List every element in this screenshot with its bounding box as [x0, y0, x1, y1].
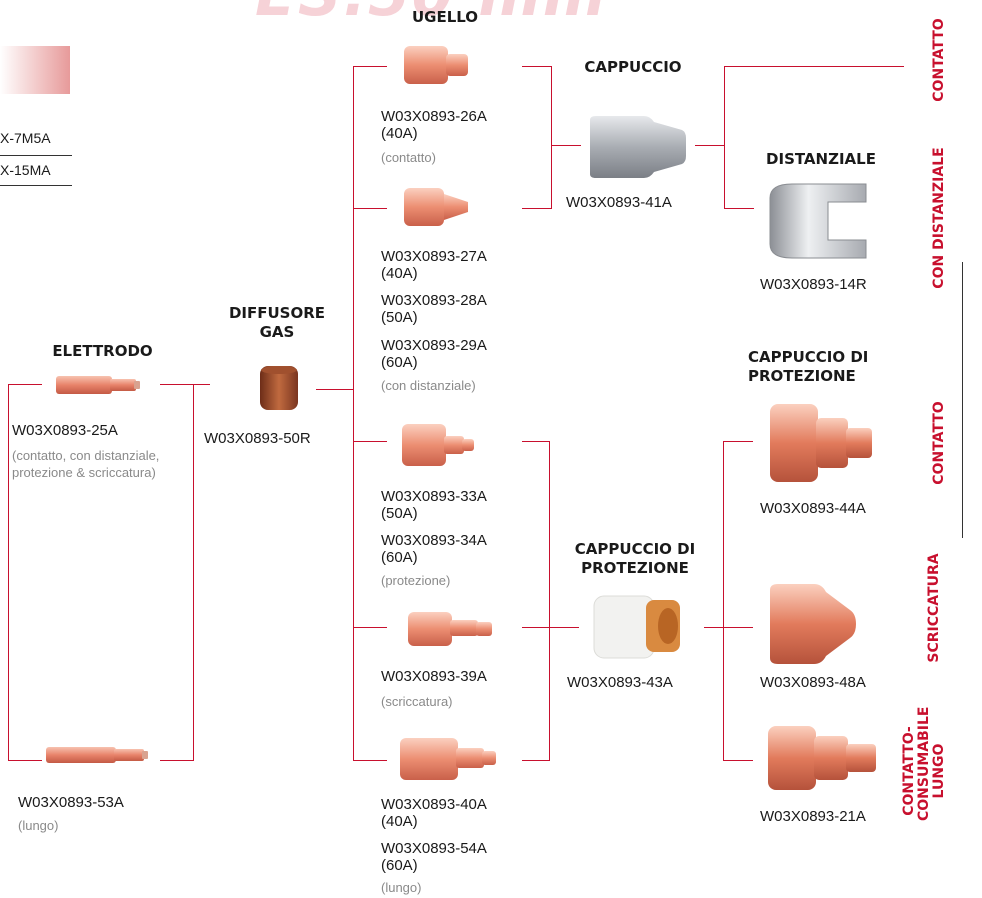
nozzle-40-amp: (40A) — [381, 813, 418, 831]
shield-44-code: W03X0893-44A — [760, 500, 866, 518]
electrode-25-note-line1: (contatto, con distanziale, — [12, 448, 159, 464]
connector-line — [353, 66, 387, 67]
connector-line — [695, 145, 725, 146]
nozzle-27-code: W03X0893-27A — [381, 248, 487, 266]
nozzle-29-note: (con distanziale) — [381, 378, 476, 394]
nozzle-54-amp: (60A) — [381, 857, 418, 875]
connector-line — [353, 441, 387, 442]
connector-line — [193, 384, 194, 761]
section-divider — [962, 262, 963, 538]
side-label-con-distanziale: CON DISTANZIALE — [932, 143, 948, 293]
cap-41-image — [584, 112, 690, 182]
connector-line — [522, 66, 552, 67]
nozzle-26-code: W03X0893-26A — [381, 108, 487, 126]
side-table-row-2: X-15MA — [0, 162, 51, 178]
heading-elettrodo: ELETTRODO — [30, 342, 175, 361]
electrode-53-note: (lungo) — [18, 818, 58, 834]
nozzle-54-note: (lungo) — [381, 880, 421, 896]
nozzle-27-amp: (40A) — [381, 265, 418, 283]
nozzle-33-image — [396, 420, 480, 470]
connector-line — [551, 66, 552, 209]
nozzle-40-image — [396, 734, 504, 784]
nozzle-29-code: W03X0893-29A — [381, 337, 487, 355]
nozzle-40-code: W03X0893-40A — [381, 796, 487, 814]
nozzle-26-amp: (40A) — [381, 125, 418, 143]
shield-21-code: W03X0893-21A — [760, 808, 866, 826]
connector-line — [723, 441, 724, 761]
heading-diffusore-gas: DIFFUSORE GAS — [212, 304, 342, 342]
diffuser-50-image — [254, 362, 304, 414]
nozzle-34-code: W03X0893-34A — [381, 532, 487, 550]
electrode-25-note-line2: protezione & scriccatura) — [12, 465, 156, 481]
heading-ugello: UGELLO — [390, 8, 500, 27]
heading-cappuccio: CAPPUCCIO — [568, 58, 698, 77]
side-label-contatto-top: CONTATTO — [932, 10, 948, 110]
nozzle-29-amp: (60A) — [381, 354, 418, 372]
shield-48-code: W03X0893-48A — [760, 674, 866, 692]
connector-line — [704, 627, 724, 628]
connector-line — [353, 627, 387, 628]
connector-line — [522, 760, 550, 761]
connector-line — [723, 760, 753, 761]
connector-line — [8, 384, 42, 385]
connector-line — [522, 441, 550, 442]
side-table-divider — [0, 185, 72, 186]
side-label-contatto-consumabile-lungo: CONTATTO- CONSUMABILE LUNGO — [902, 721, 950, 821]
connector-line — [549, 627, 579, 628]
shield-48-image — [764, 580, 864, 670]
heading-cappuccio-protezione-right: CAPPUCCIO DI PROTEZIONE — [748, 348, 898, 386]
heading-cappuccio-protezione-left: CAPPUCCIO DI PROTEZIONE — [560, 540, 710, 578]
side-label-contatto-mid: CONTATTO — [932, 393, 948, 493]
nozzle-39-code: W03X0893-39A — [381, 668, 487, 686]
connector-line — [723, 627, 753, 628]
heading-distanziale: DISTANZIALE — [746, 150, 896, 169]
connector-line — [724, 66, 904, 67]
connector-line — [723, 441, 753, 442]
side-table-divider — [0, 155, 72, 156]
shield-21-image — [764, 722, 884, 794]
connector-line — [549, 441, 550, 761]
connector-line — [160, 760, 194, 761]
nozzle-28-code: W03X0893-28A — [381, 292, 487, 310]
nozzle-28-amp: (50A) — [381, 309, 418, 327]
electrode-25-code: W03X0893-25A — [12, 422, 118, 440]
connector-line — [8, 760, 42, 761]
diffuser-50-code: W03X0893-50R — [204, 430, 311, 448]
nozzle-54-code: W03X0893-54A — [381, 840, 487, 858]
nozzle-26-note: (contatto) — [381, 150, 436, 166]
header-accent-bar — [0, 46, 70, 94]
standoff-14-image — [762, 180, 874, 264]
connector-line — [522, 208, 552, 209]
nozzle-26-image — [398, 40, 478, 90]
nozzle-39-image — [404, 608, 500, 650]
nozzle-33-amp: (50A) — [381, 505, 418, 523]
electrode-53-code: W03X0893-53A — [18, 794, 124, 812]
connector-line — [316, 389, 354, 390]
electrode-53-image — [42, 740, 154, 770]
nozzle-34-amp: (60A) — [381, 549, 418, 567]
connector-line — [724, 66, 725, 209]
cap-41-code: W03X0893-41A — [566, 194, 672, 212]
nozzle-34-note: (protezione) — [381, 573, 450, 589]
connector-line — [522, 627, 550, 628]
connector-line — [8, 384, 9, 760]
connector-line — [160, 384, 210, 385]
shield-cap-43-image — [590, 590, 686, 664]
electrode-25-image — [52, 370, 144, 400]
nozzle-33-code: W03X0893-33A — [381, 488, 487, 506]
connector-line — [353, 760, 387, 761]
side-label-scriccatura: SCRICCATURA — [927, 548, 943, 668]
connector-line — [353, 66, 354, 760]
connector-line — [551, 145, 581, 146]
connector-line — [353, 208, 387, 209]
shield-44-image — [764, 398, 880, 488]
nozzle-27-image — [398, 182, 478, 232]
connector-line — [724, 208, 754, 209]
standoff-14-code: W03X0893-14R — [760, 276, 867, 294]
shield-cap-43-code: W03X0893-43A — [567, 674, 673, 692]
side-table-row-1: X-7M5A — [0, 130, 51, 146]
nozzle-39-note: (scriccatura) — [381, 694, 453, 710]
